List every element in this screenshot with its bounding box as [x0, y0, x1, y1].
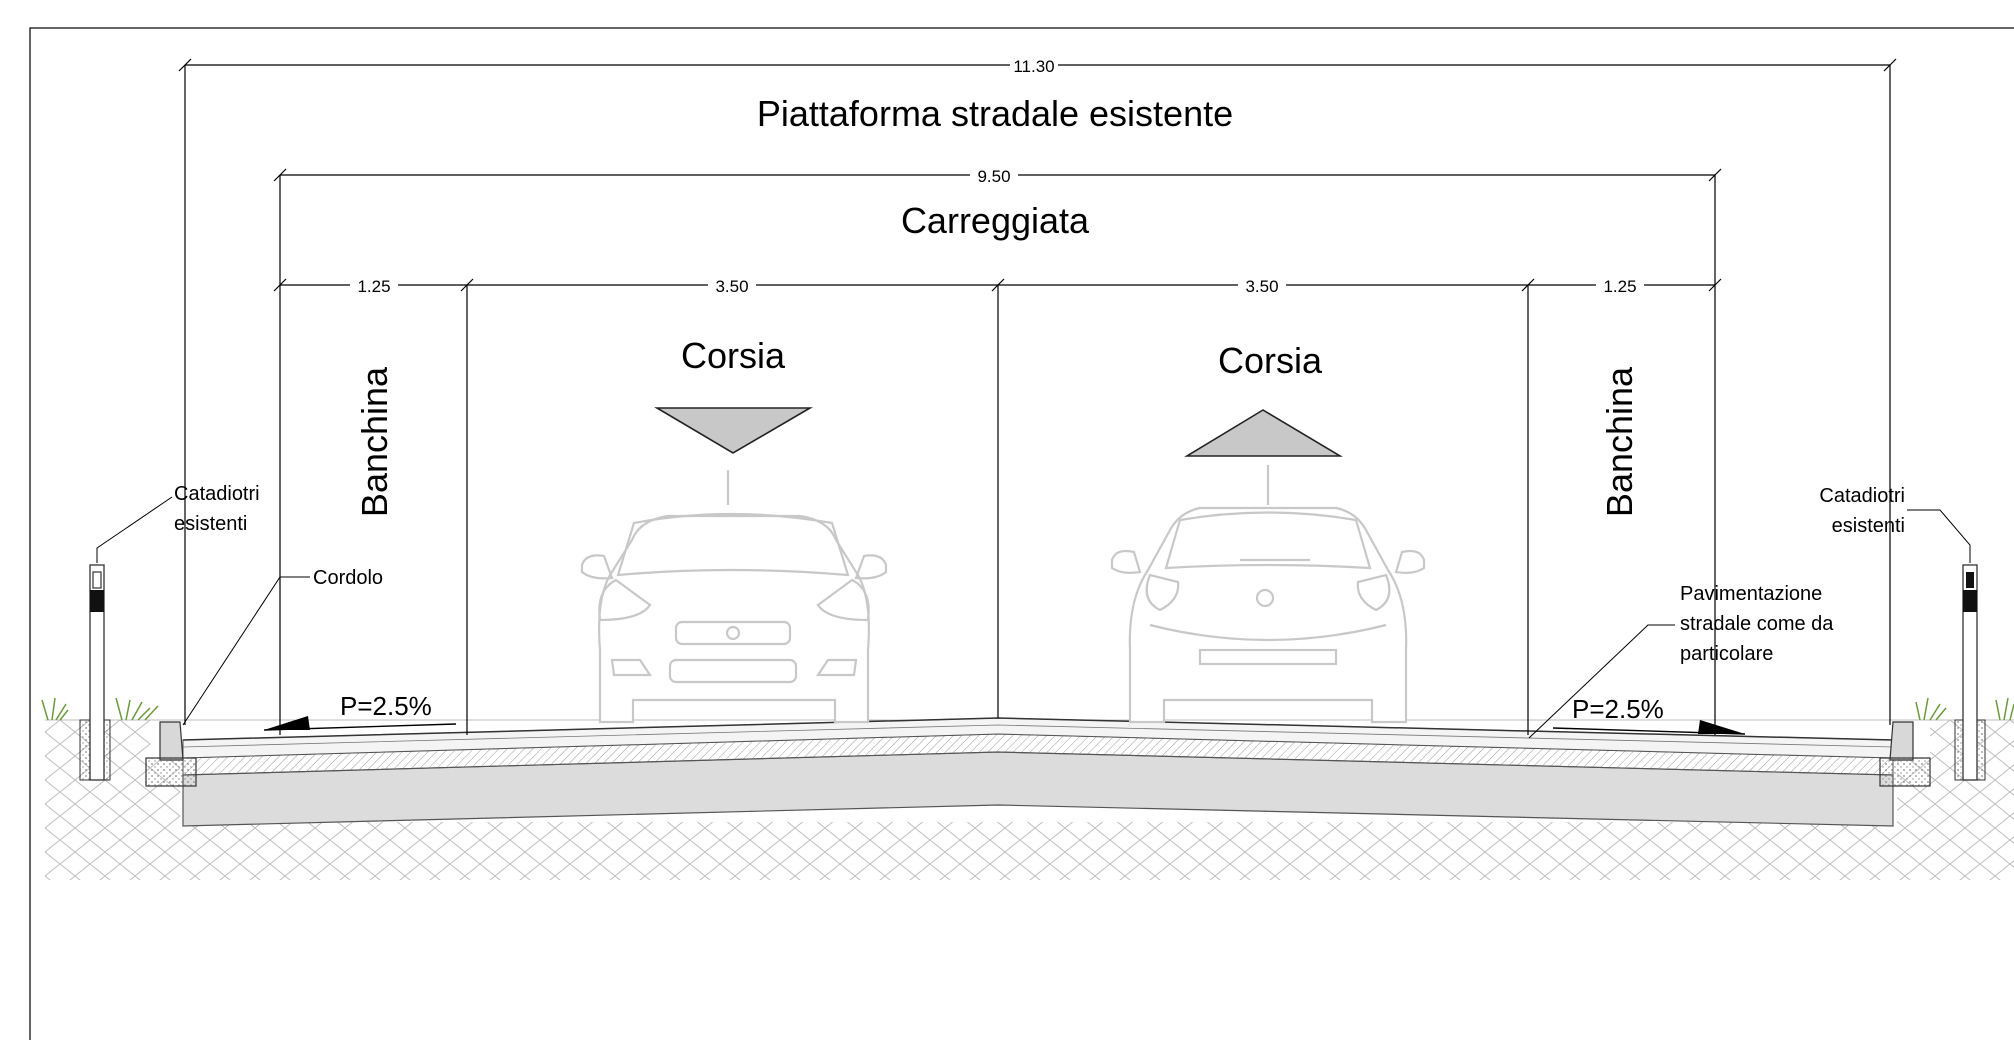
lane-label-left: Corsia: [681, 335, 786, 376]
curb-label: Cordolo: [313, 567, 383, 589]
car-front-icon: [580, 470, 888, 724]
dim-carriageway: 9.50: [977, 167, 1010, 186]
title-carriageway: Carreggiata: [901, 200, 1090, 241]
reflectors-right-line1: Catadiotri: [1819, 485, 1905, 507]
slope-label-left: P=2.5%: [340, 691, 432, 721]
pavement-label-line2: stradale come da: [1680, 613, 1834, 635]
lane-label-right: Corsia: [1218, 340, 1323, 381]
road-body: [182, 717, 1894, 827]
slope-label-right: P=2.5%: [1572, 694, 1664, 724]
shoulder-label-right: Banchina: [1599, 366, 1640, 517]
shoulder-label-left: Banchina: [354, 366, 395, 517]
reflector-post-left: [79, 564, 111, 781]
annotation-leaders: [96, 496, 1971, 739]
dimension-labels: 11.30 9.50 1.25 3.50 3.50 1.25: [350, 56, 1644, 296]
drawing-frame: [29, 27, 2014, 1040]
title-platform: Piattaforma stradale esistente: [757, 93, 1233, 134]
dim-left-lane: 3.50: [715, 277, 748, 296]
dim-left-shoulder: 1.25: [357, 277, 390, 296]
curb-right: [1879, 721, 1931, 787]
direction-down-icon: [654, 407, 813, 454]
slope-marker-right: P=2.5%: [1552, 694, 1746, 735]
curb-left: [145, 721, 197, 787]
reflectors-left-line1: Catadiotri: [174, 483, 260, 505]
dim-overall: 11.30: [1013, 57, 1054, 76]
dim-right-lane: 3.50: [1245, 277, 1278, 296]
car-rear-icon: [1110, 465, 1426, 724]
reflectors-left-line2: esistenti: [174, 513, 247, 535]
pavement-label-line3: particolare: [1680, 643, 1773, 665]
reflectors-right-line2: esistenti: [1832, 515, 1905, 537]
slope-marker-left: P=2.5%: [263, 691, 457, 731]
dim-right-shoulder: 1.25: [1603, 277, 1636, 296]
grass-tufts: [41, 697, 2014, 721]
direction-up-icon: [1184, 409, 1343, 457]
reflector-post-right: [1954, 564, 1986, 781]
pavement-label-line1: Pavimentazione: [1680, 583, 1822, 605]
